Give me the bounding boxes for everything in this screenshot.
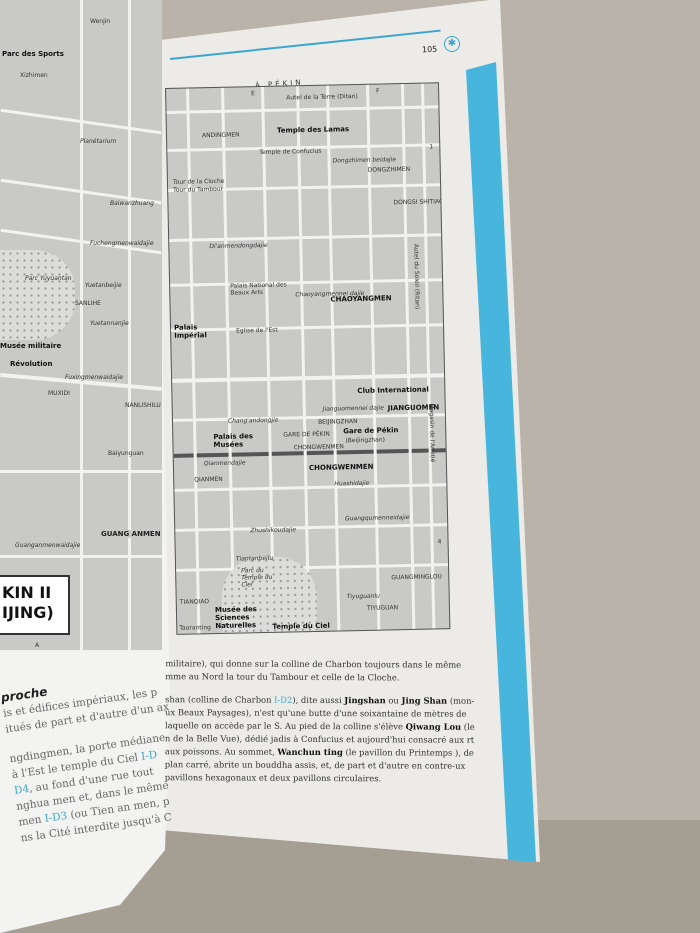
map-label: BEIJINGZHAN: [317, 418, 358, 426]
map-label: CHONGWENMEN: [293, 443, 344, 452]
text-line: men: [17, 813, 46, 829]
compass-icon: ✱: [444, 36, 460, 52]
map-label: Fuxingmenwaidajie: [65, 374, 123, 381]
map-label: TIANQIAO: [179, 598, 210, 606]
map-label: Yuetannanjie: [90, 320, 129, 327]
map-label: Palais Impérial: [173, 323, 207, 340]
map-label: Parc des Sports: [2, 50, 64, 58]
map-label: Autel de la Terre (Ditan): [286, 92, 358, 102]
map-label: Tiantanbeilu: [235, 554, 274, 563]
map-label: GUANG ANMEN: [100, 530, 162, 538]
grid-col-a: A: [35, 642, 40, 649]
map-label: Club International: [357, 385, 429, 396]
map-label: Tour de la Cloche: [172, 177, 225, 186]
map-label: Temple de Confucius: [259, 147, 322, 157]
map-label: Gare de Pékin: [343, 426, 399, 436]
map-reference-link[interactable]: I-D3: [43, 809, 69, 825]
map-label: Baiyunguan: [108, 450, 144, 457]
map-title-line2: IJING): [2, 603, 54, 622]
map-label: Qianmendajie: [203, 459, 246, 468]
text-run: ), dite aussi: [292, 694, 345, 706]
map-reference-link[interactable]: I-D: [140, 748, 159, 763]
map-label: Wenjin: [90, 18, 111, 25]
map-label: GUANGMINGLOU: [391, 573, 442, 582]
place-name: Qiwang Lou: [405, 721, 462, 732]
text-line: mme au Nord la tour du Tambour et celle …: [165, 671, 400, 683]
map-label: Temple du Ciel: [272, 621, 330, 631]
map-label: Taoranting: [179, 624, 211, 632]
map-label: CHAOYANGMEN: [330, 294, 392, 304]
grid-col-f: F: [376, 87, 380, 95]
map-label: GARE DE PÉKIN: [283, 430, 330, 439]
grid-col-e: E: [251, 90, 256, 98]
place-name: Wanchun ting: [277, 746, 343, 758]
map-label: Guangqumenneidajie: [344, 513, 410, 523]
map-label: Autel du Soleil (Ritan): [412, 243, 421, 310]
map-label: Dongzhimen beidajie: [332, 156, 397, 165]
city-map-left: Wenjin Parc des Sports Xizhimen Planétar…: [0, 0, 162, 650]
map-label: Guanganmenwaidajie: [15, 542, 81, 549]
map-label: Palais National des Beaux Arts: [230, 281, 287, 297]
map-reference-link[interactable]: I-D2: [274, 694, 293, 705]
map-label: CHONGWENMEN: [308, 462, 374, 473]
map-label: DONGSI SHITIAO: [393, 198, 444, 207]
map-label: Magasin de l'Amitié: [427, 403, 436, 463]
map-label: MUXIDI: [48, 390, 70, 397]
map-label: Temple des Lamas: [276, 125, 350, 135]
map-label: Xizhimen: [20, 72, 48, 79]
grid-row-1: 1: [429, 143, 434, 151]
paragraph: militaire), qui donne sur la colline de …: [165, 657, 475, 685]
text-line: militaire), qui donne sur la colline de …: [165, 658, 462, 670]
map-label: Eglise de l'Est: [236, 326, 278, 335]
map-label: Zhushikoudajie: [250, 526, 297, 535]
map-label: Palais des Musées: [213, 432, 254, 450]
map-title-line1: KIN II: [2, 583, 52, 602]
map-label: SANLIHE: [75, 300, 101, 307]
map-label: Yuetanbeijie: [85, 282, 122, 289]
map-title-box: KIN II IJING): [0, 575, 70, 635]
page-number: 105: [421, 44, 438, 55]
map-label: ANDINGMEN: [201, 131, 240, 140]
map-label: Chang'andongjie: [227, 416, 279, 425]
left-page-text: proche is et édifices impériaux, les p i…: [0, 666, 190, 846]
grid-row-4: 4: [437, 538, 442, 546]
text-run: shan (colline de Charbon: [165, 694, 275, 705]
map-label: Di'anmendongdajie: [209, 241, 268, 251]
place-name: Jingshan: [344, 695, 386, 706]
map-label: TIYUGUAN: [366, 604, 399, 612]
right-page-text: militaire), qui donne sur la colline de …: [165, 657, 476, 796]
map-label: Fuchengmenwaidajie: [90, 240, 154, 247]
city-map-right: E F 1 4 Autel de la Terre (Ditan) Temple…: [165, 82, 451, 635]
map-label: Parc Yuyuantan: [25, 275, 72, 282]
map-label: Huashidajie: [334, 479, 370, 488]
map-label: NANLISHILU: [125, 402, 161, 409]
paragraph: shan (colline de Charbon I-D2), dite aus…: [165, 693, 475, 786]
place-name: Jing Shan: [401, 695, 448, 706]
map-label: Jianguomennei dajie: [322, 404, 384, 413]
map-label: DONGZHIMEN: [367, 165, 411, 174]
map-label: Tour du Tambour: [173, 185, 224, 194]
map-label: Parc du Temple du Ciel: [241, 567, 273, 589]
map-label: Baiwanzhuang: [110, 200, 154, 207]
map-label: Musée militaire: [0, 342, 62, 350]
text-run: ou: [385, 695, 402, 706]
map-label: Planétarium: [80, 138, 117, 145]
map-reference-link[interactable]: D4: [13, 782, 30, 797]
map-label: QIANMEN: [194, 475, 223, 484]
map-label: (Beijingzhan): [345, 436, 386, 445]
map-label: Tiyuguanlu: [346, 592, 381, 601]
map-label: Révolution: [10, 360, 53, 368]
